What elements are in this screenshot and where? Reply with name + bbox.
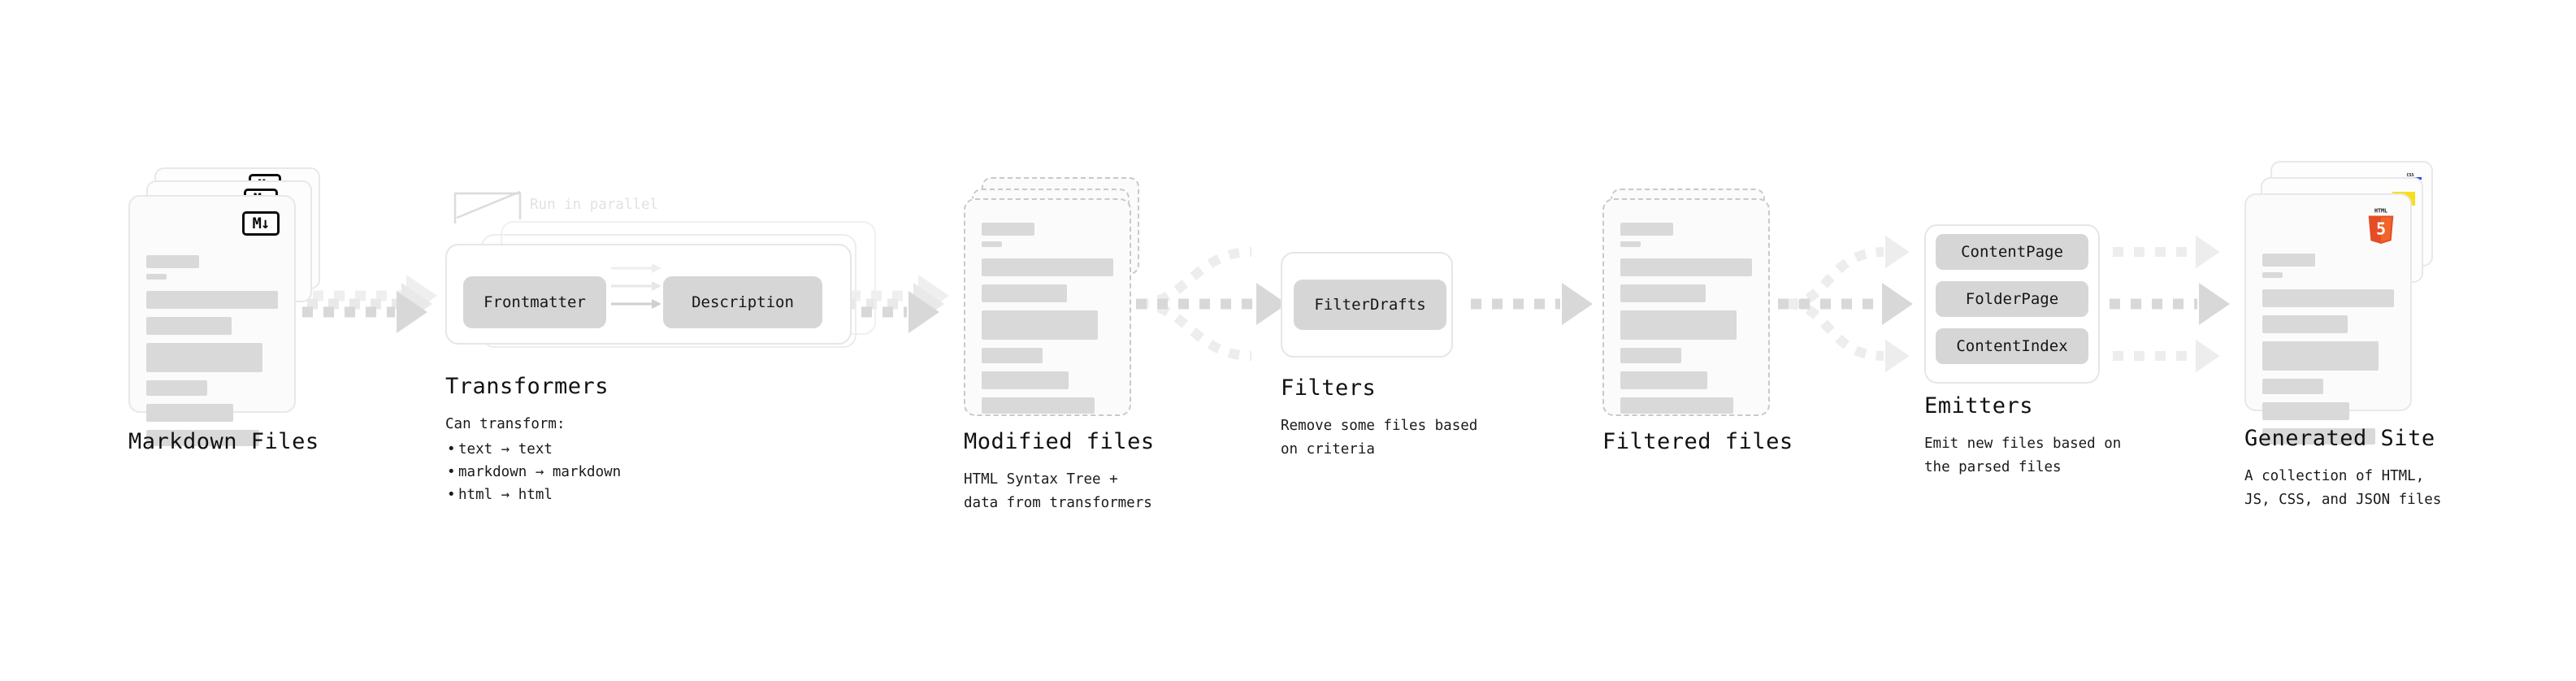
caption-transformers: Transformers Can transform: text → text … [445, 374, 787, 507]
modified-card-front [964, 198, 1131, 416]
emitters-pill-folderpage[interactable]: FolderPage [1936, 281, 2088, 317]
connector-md-to-transformers [302, 275, 437, 333]
svg-text:HTML: HTML [2374, 208, 2387, 215]
run-in-parallel-bracket [453, 190, 522, 223]
connector-emitters-to-site [2110, 235, 2230, 373]
stage-title: Filters [1281, 375, 1377, 401]
stage-title: Emitters [1924, 393, 2034, 419]
caption-markdown-files: Markdown Files [128, 429, 405, 455]
stage-title: Modified files [964, 429, 1155, 454]
stage-title: Filtered files [1602, 429, 1793, 454]
markdown-placeholder-bars [146, 255, 278, 446]
site-placeholder-bars [2262, 254, 2394, 445]
stage-title: Markdown Files [128, 429, 319, 454]
filters-pill-filterdrafts[interactable]: FilterDrafts [1294, 280, 1446, 330]
transformer-pill-frontmatter[interactable]: Frontmatter [463, 276, 606, 328]
transform-kinds-list: text → text markdown → markdown html → h… [445, 438, 787, 507]
stage-subtitle: A collection of HTML, JS, CSS, and JSON … [2244, 468, 2442, 508]
modified-placeholder-bars [982, 223, 1113, 414]
stage-subtitle: HTML Syntax Tree + data from transformer… [964, 471, 1152, 511]
html5-icon: HTML 5 [2368, 208, 2394, 244]
stage-subtitle: Emit new files based on the parsed files [1924, 436, 2122, 475]
emitters-pill-contentindex[interactable]: ContentIndex [1936, 328, 2088, 364]
transformer-inner-arrows [611, 263, 661, 309]
transformer-pill-description[interactable]: Description [663, 276, 822, 328]
svg-text:5: 5 [2376, 219, 2386, 239]
transform-kind-item: text → text [445, 438, 787, 462]
run-in-parallel-label: Run in parallel [530, 197, 659, 213]
site-card-front: HTML 5 [2244, 193, 2412, 445]
transform-kind-item: html → html [445, 484, 787, 507]
stage-title: Generated Site [2244, 426, 2435, 451]
stage-subtitle: Remove some files based on criteria [1281, 418, 1478, 458]
filtered-placeholder-bars [1620, 223, 1752, 414]
stage-title: Transformers [445, 374, 609, 399]
caption-filters: Filters Remove some files based on crite… [1281, 375, 1557, 461]
connector-modified-to-filters [1136, 247, 1287, 361]
transform-kind-item: markdown → markdown [445, 461, 787, 484]
emitters-pill-contentpage[interactable]: ContentPage [1936, 234, 2088, 270]
caption-generated-site: Generated Site A collection of HTML, JS,… [2244, 426, 2537, 511]
markdown-icon: M↓ [242, 211, 280, 236]
caption-modified-files: Modified files HTML Syntax Tree + data f… [964, 429, 1256, 514]
connector-filters-to-filtered [1471, 283, 1593, 325]
svg-text:CSS: CSS [2406, 173, 2413, 178]
stage-subtitle: Can transform: [445, 416, 566, 433]
caption-emitters: Emitters Emit new files based on the par… [1924, 393, 2217, 479]
caption-filtered-files: Filtered files [1602, 429, 1879, 455]
connector-filtered-to-emitters [1778, 235, 1913, 373]
filtered-card-front [1602, 198, 1770, 416]
markdown-card-front: M↓ [128, 195, 296, 446]
